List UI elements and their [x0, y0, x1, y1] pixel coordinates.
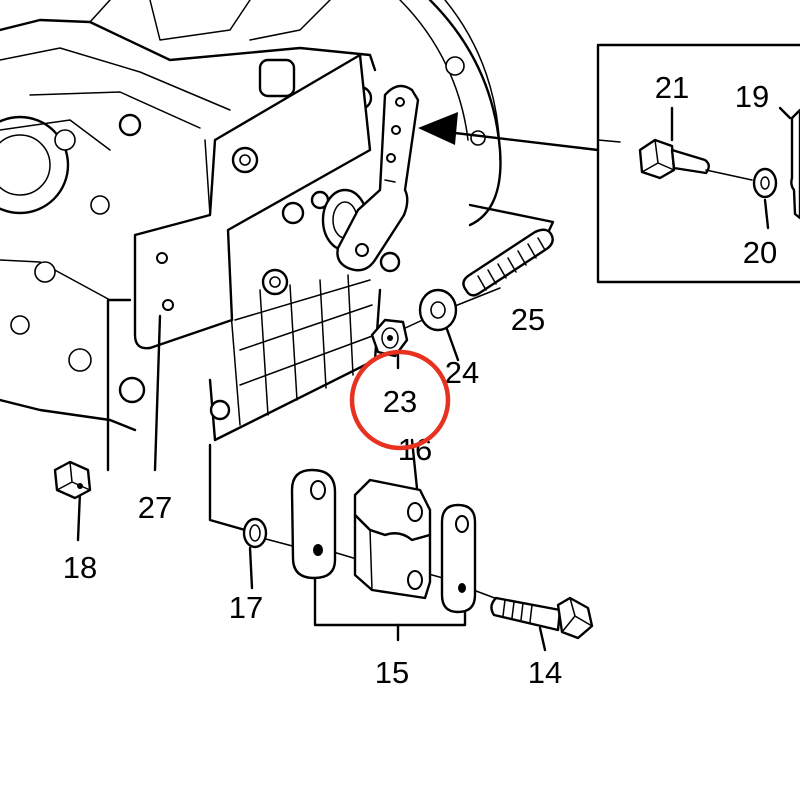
- part-17-washer: [242, 517, 268, 549]
- callout-27: 27: [138, 490, 172, 525]
- bracket-15: [313, 576, 467, 627]
- leader-27b: [153, 314, 162, 472]
- detail-inset: [418, 43, 800, 284]
- leader-17b: [248, 546, 254, 590]
- leader-14: [538, 626, 547, 652]
- callout-24: 24: [445, 355, 479, 390]
- part-15-bracket-left: [290, 468, 337, 580]
- callout-25: 25: [511, 302, 545, 337]
- callout-14: 14: [528, 655, 562, 690]
- callout-23: 23: [383, 384, 417, 419]
- part-18-nut: [53, 460, 92, 500]
- part-25-stud: [462, 228, 554, 297]
- part-16-mount-block: [353, 478, 432, 600]
- callout-21: 21: [655, 70, 689, 105]
- highlight-circle: [349, 349, 451, 451]
- leader-19: [778, 106, 792, 120]
- callout-labels: 21 19 20 25 24 23 16 27 18 17 15 14: [63, 70, 777, 690]
- gearbox-housing: [0, 0, 502, 442]
- callout-19: 19: [735, 79, 769, 114]
- leader-18: [76, 490, 82, 542]
- part-14-bolt: [490, 596, 594, 640]
- leader-17: [208, 443, 247, 532]
- callout-18: 18: [63, 550, 97, 585]
- leader-27a: [106, 298, 132, 472]
- part-15-bracket-right: [440, 503, 477, 614]
- leader-20: [763, 198, 770, 230]
- part-23-nut: [370, 318, 409, 358]
- callout-15: 15: [375, 655, 409, 690]
- callout-20: 20: [743, 235, 777, 270]
- callout-17: 17: [229, 590, 263, 625]
- part-24-washer: [418, 288, 458, 332]
- crossmember-plate: [133, 53, 372, 350]
- shift-lever: [336, 84, 420, 272]
